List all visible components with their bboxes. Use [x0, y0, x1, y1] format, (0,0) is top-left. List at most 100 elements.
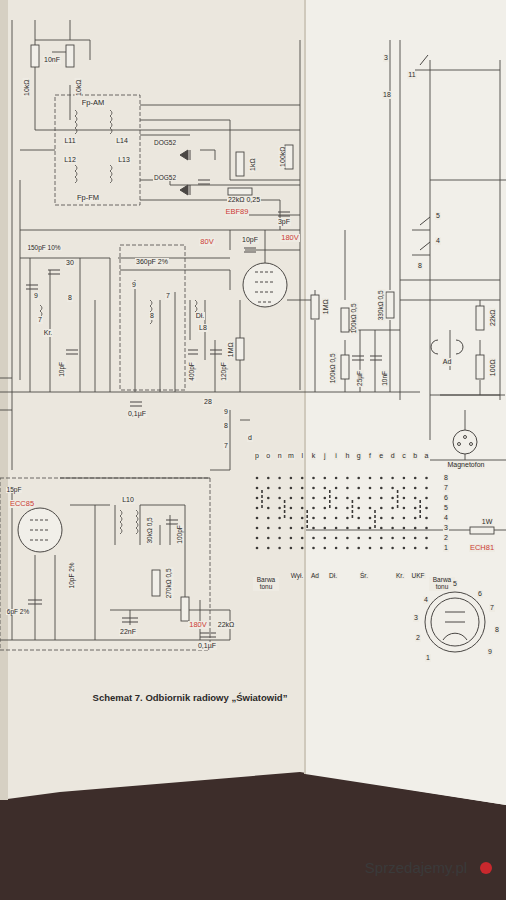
matrix-dot: [357, 487, 360, 490]
component-label: ECC85: [9, 500, 35, 508]
matrix-dot: [403, 477, 406, 480]
matrix-dot: [301, 477, 304, 480]
component-label: 400pF: [189, 361, 196, 381]
matrix-dot: [346, 547, 349, 550]
matrix-dot: [335, 477, 338, 480]
component-label: 10pF: [241, 236, 259, 243]
component-label: 330kΩ 0,5: [379, 289, 386, 321]
resistor-symbols: [31, 45, 494, 621]
switch-slider: [329, 490, 331, 508]
component-label: g: [356, 452, 362, 459]
matrix-dot: [335, 487, 338, 490]
matrix-dot: [357, 477, 360, 480]
matrix-dot: [391, 527, 394, 530]
component-label: 10pF 2%: [69, 561, 76, 589]
component-label: Ad: [310, 573, 320, 580]
matrix-dot: [290, 547, 293, 550]
component-label: Fp-AM: [81, 99, 106, 107]
matrix-dot: [403, 527, 406, 530]
matrix-dot: [357, 507, 360, 510]
switch-matrix: [256, 477, 428, 550]
component-label: 8: [417, 262, 423, 269]
component-label: 4: [435, 237, 441, 244]
matrix-dot: [267, 547, 270, 550]
matrix-dot: [301, 547, 304, 550]
matrix-dot: [346, 507, 349, 510]
matrix-dot: [256, 517, 259, 520]
component-label: Wył.: [290, 573, 305, 580]
component-label: a: [424, 452, 430, 459]
component-label: L14: [115, 137, 129, 144]
matrix-dot: [357, 537, 360, 540]
caption: Schemat 7. Odbiornik radiowy „Światowid”: [93, 692, 288, 703]
matrix-dot: [346, 487, 349, 490]
component-label: 7: [489, 604, 495, 611]
matrix-dot: [335, 527, 338, 530]
component-label: 0,1µF: [127, 410, 147, 417]
matrix-dot: [414, 487, 417, 490]
component-label: 3: [443, 524, 449, 531]
component-label: 5: [435, 212, 441, 219]
matrix-dot: [278, 537, 281, 540]
component-label: 28: [203, 398, 213, 405]
matrix-dot: [369, 487, 372, 490]
matrix-dot: [391, 477, 394, 480]
component-label: 6: [477, 590, 483, 597]
matrix-dot: [414, 497, 417, 500]
component-label: 1: [425, 654, 431, 661]
component-label: Dł.: [195, 312, 206, 319]
component-label: Śr.: [359, 573, 369, 580]
component-label: n: [277, 452, 283, 459]
component-label: m: [287, 452, 295, 459]
capacitor-symbols: [26, 180, 382, 637]
component-label: 4: [443, 514, 449, 521]
matrix-dot: [369, 497, 372, 500]
matrix-dot: [312, 497, 315, 500]
matrix-dot: [301, 487, 304, 490]
matrix-dot: [324, 517, 327, 520]
matrix-dot: [414, 517, 417, 520]
matrix-dot: [267, 497, 270, 500]
matrix-dot: [380, 537, 383, 540]
ech81-pinout: [425, 592, 485, 652]
component-label: e: [378, 452, 384, 459]
matrix-dot: [391, 517, 394, 520]
matrix-dot: [346, 527, 349, 530]
matrix-dot: [278, 547, 281, 550]
paper-edge: [0, 0, 8, 800]
matrix-dot: [256, 537, 259, 540]
component-label: d: [247, 434, 253, 441]
matrix-dot: [380, 527, 383, 530]
matrix-dot: [369, 517, 372, 520]
matrix-dot: [267, 477, 270, 480]
component-label: 22kΩ 0,25: [227, 196, 261, 203]
matrix-dot: [380, 517, 383, 520]
component-label: 9: [33, 292, 39, 299]
component-label: DOG52: [153, 140, 177, 147]
matrix-dot: [290, 527, 293, 530]
wires: [0, 20, 506, 640]
matrix-dot: [414, 507, 417, 510]
matrix-dot: [278, 487, 281, 490]
fm-unit-screen: [0, 478, 210, 650]
component-label: h: [344, 452, 350, 459]
component-label: 5: [452, 580, 458, 587]
matrix-dot: [369, 547, 372, 550]
component-label: 8: [494, 626, 500, 633]
matrix-dot: [324, 547, 327, 550]
component-label: o: [265, 452, 271, 459]
matrix-dot: [324, 527, 327, 530]
matrix-dot: [312, 517, 315, 520]
tube-symbols: [18, 263, 287, 552]
component-label: 150pF 10%: [26, 245, 61, 252]
matrix-dot: [403, 487, 406, 490]
component-label: 9: [487, 648, 493, 655]
matrix-dot: [335, 507, 338, 510]
component-label: 3: [383, 54, 389, 61]
component-label: Kr.: [43, 329, 54, 336]
component-label: 2: [415, 634, 421, 641]
matrix-dot: [425, 497, 428, 500]
component-label: 30kΩ 0,5: [147, 516, 154, 544]
